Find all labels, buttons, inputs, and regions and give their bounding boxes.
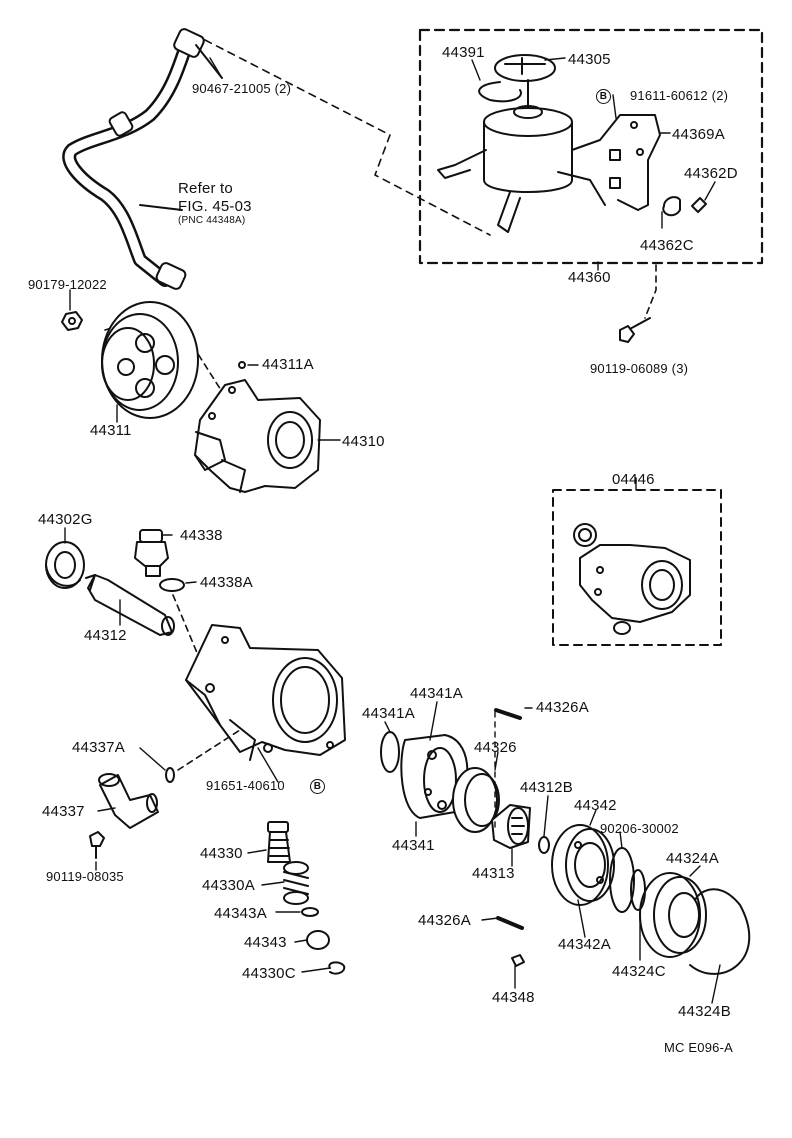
label-44391: 44391 (442, 44, 485, 61)
label-44330: 44330 (200, 845, 243, 862)
kit-04446-box (553, 490, 721, 645)
pin-44326a-bottom (498, 918, 522, 928)
housing-illustration (186, 625, 345, 760)
label-44348: 44348 (492, 989, 535, 1006)
label-44342: 44342 (574, 797, 617, 814)
fitting-44338 (135, 530, 184, 591)
side-plate-44342 (552, 825, 614, 905)
label-44341a-top: 44341A (410, 685, 463, 702)
shaft-44312 (86, 575, 174, 635)
snap-ring-44312b (539, 837, 549, 853)
bolt-90119-06089 (620, 318, 650, 342)
label-44341: 44341 (392, 837, 435, 854)
label-44342a: 44342A (558, 936, 611, 953)
o-ring-44337a (166, 768, 174, 782)
pin-44326a-top (496, 710, 520, 718)
label-44338: 44338 (180, 527, 223, 544)
label-44343a: 44343A (214, 905, 267, 922)
label-b-marker-bottom: B (310, 778, 325, 794)
fitting-44337 (99, 774, 158, 828)
label-44341a-left: 44341A (362, 705, 415, 722)
footer-diagram-code: MC E096-A (664, 1040, 733, 1055)
hose-illustration (69, 28, 222, 291)
label-44313: 44313 (472, 865, 515, 882)
circle-b-marker-bottom: B (310, 778, 325, 794)
pulley-illustration (102, 302, 245, 418)
label-44360: 44360 (568, 269, 611, 286)
label-44330c: 44330C (242, 965, 296, 982)
label-44362d: 44362D (684, 165, 738, 182)
kit-04446-illustration (574, 524, 690, 634)
cover-44324a (640, 873, 706, 957)
label-44337: 44337 (42, 803, 85, 820)
label-44324b: 44324B (678, 1003, 731, 1020)
dashed-leader-44337a (178, 730, 240, 770)
bolt-90119-08035 (90, 832, 104, 858)
label-44326a-top: 44326A (536, 699, 589, 716)
reservoir-illustration (438, 55, 706, 232)
dashed-leader-hose (205, 40, 490, 235)
label-44311a: 44311A (262, 356, 314, 373)
dashed-leader-bolt (645, 265, 656, 318)
label-90206: 90206-30002 (600, 821, 679, 836)
label-44326: 44326 (474, 739, 517, 756)
label-44338a: 44338A (200, 574, 253, 591)
label-b-marker-top: B (596, 88, 611, 104)
label-44302g: 44302G (38, 511, 93, 528)
label-44311: 44311 (90, 422, 132, 439)
label-44310: 44310 (342, 433, 385, 450)
circle-b-marker-top: B (596, 88, 611, 104)
o-ring-90206 (610, 848, 634, 912)
snap-ring-44324b (690, 889, 749, 974)
label-90179: 90179-12022 (28, 277, 107, 292)
vanes-44313 (492, 805, 530, 848)
label-91611: 91611-60612 (2) (630, 88, 729, 103)
leader-lines (65, 58, 720, 1003)
o-ring-44324c (631, 870, 645, 910)
label-44305: 44305 (568, 51, 611, 68)
label-44324c: 44324C (612, 963, 666, 980)
label-44312b: 44312B (520, 779, 573, 796)
label-91651: 91651-40610 (206, 778, 285, 793)
label-44362c: 44362C (640, 237, 694, 254)
label-refer-to: Refer to (178, 180, 233, 197)
label-44324a: 44324A (666, 850, 719, 867)
valve-stack (268, 822, 344, 974)
label-90119-08035: 90119-08035 (46, 869, 124, 884)
label-44330a: 44330A (202, 877, 255, 894)
label-04446: 04446 (612, 471, 655, 488)
label-44369a: 44369A (672, 126, 725, 143)
label-90467: 90467-21005 (2) (192, 81, 292, 96)
bearing-44302g (46, 542, 84, 588)
reservoir-assembly-box (420, 30, 762, 263)
nut-90179 (62, 312, 82, 330)
label-44312: 44312 (84, 627, 127, 644)
label-44337a: 44337A (72, 739, 125, 756)
label-44343: 44343 (244, 934, 287, 951)
pump-illustration (195, 380, 320, 492)
label-pnc: (PNC 44348A) (178, 215, 246, 226)
label-90119-06089: 90119-06089 (3) (590, 361, 689, 376)
rotor-44326 (453, 768, 499, 832)
label-fig-ref[interactable]: FIG. 45-03 (178, 198, 252, 215)
label-44326a-bottom: 44326A (418, 912, 471, 929)
plug-44348 (512, 955, 524, 966)
